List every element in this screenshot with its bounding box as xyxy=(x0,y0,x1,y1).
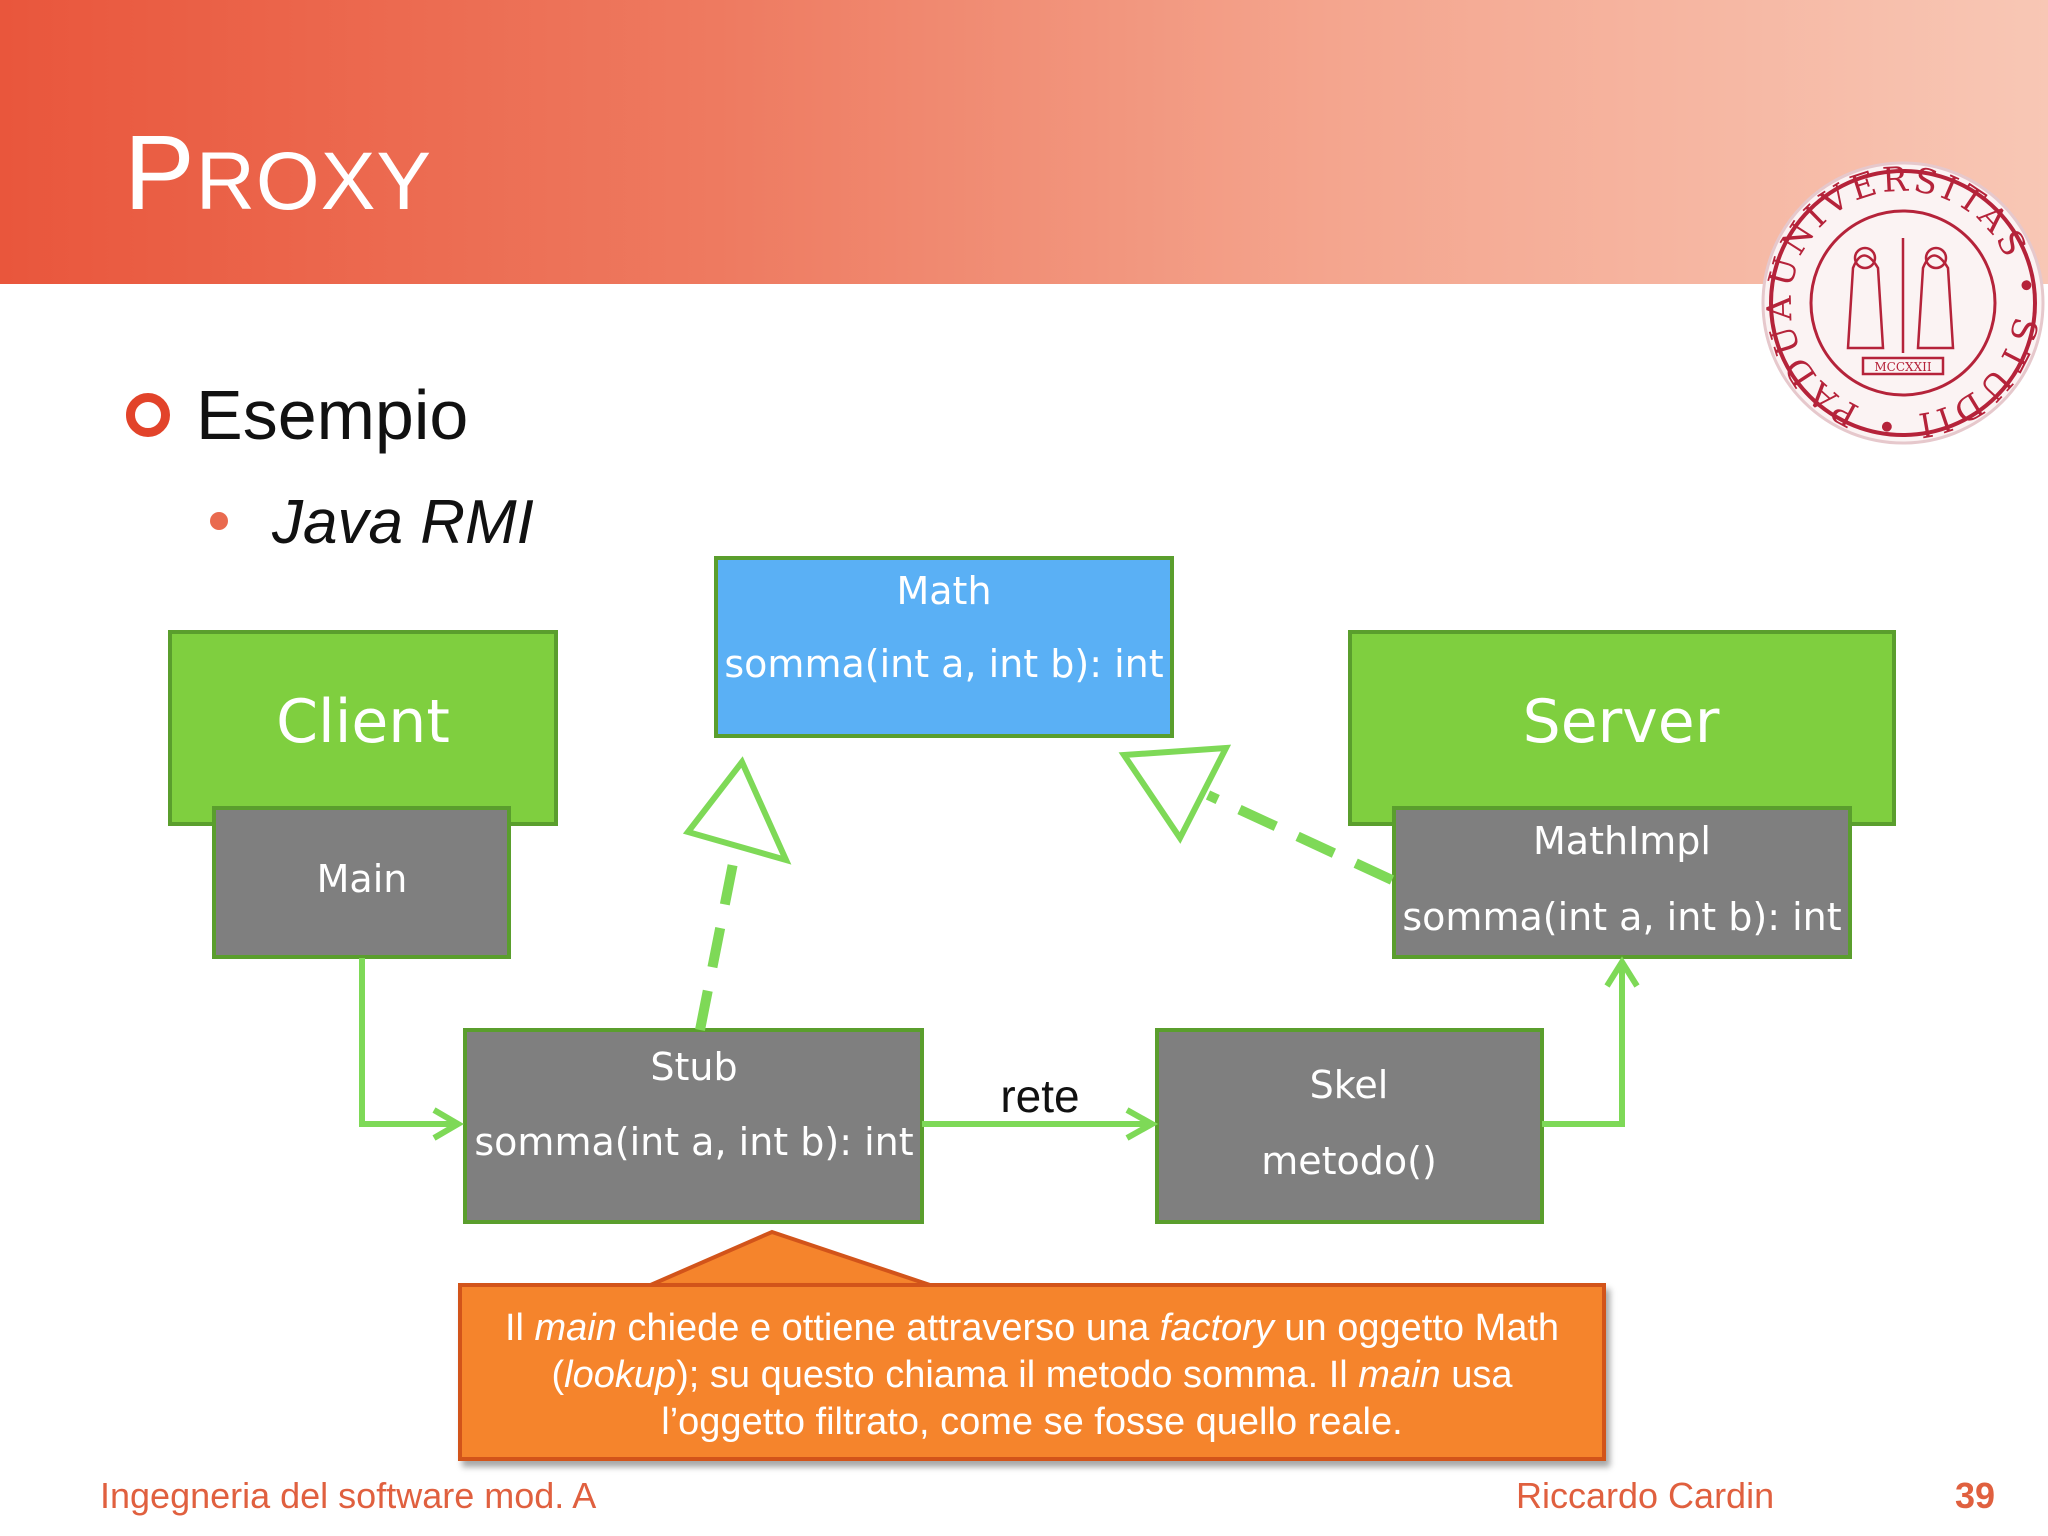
stub-method: somma(int a, int b): int xyxy=(474,1120,913,1164)
skel-name: Skel xyxy=(1310,1063,1389,1107)
seal-year: MCCXXII xyxy=(1874,360,1931,374)
callout-text: Il main chiede e ottiene attraverso una … xyxy=(462,1305,1602,1446)
stub-realization-line xyxy=(695,847,741,1031)
stub-name: Stub xyxy=(650,1045,737,1089)
client-label: Client xyxy=(276,687,450,757)
stub-box xyxy=(463,1028,924,1224)
mathimpl-box xyxy=(1392,806,1852,959)
callout-seg-italic: factory xyxy=(1159,1307,1274,1349)
bullet-text-italic: Java RMI xyxy=(272,488,534,557)
skel-box xyxy=(1155,1028,1544,1224)
main-to-stub-arrow xyxy=(359,958,455,1127)
server-label: Server xyxy=(1523,687,1720,757)
client-box xyxy=(168,630,558,826)
title-rest: ROXY xyxy=(195,136,433,227)
callout-seg: chiede e ottiene attraverso una xyxy=(616,1307,1160,1349)
dot-bullet-icon xyxy=(210,511,228,530)
mathimpl-realization-line xyxy=(1205,790,1395,885)
bullet-text: Esempio xyxy=(196,376,469,454)
callout-seg: Il xyxy=(504,1307,535,1349)
slide-title: PROXY xyxy=(124,120,432,226)
bullet-level1: Esempio xyxy=(126,380,468,450)
callout-seg-italic: main xyxy=(534,1307,617,1349)
mathimpl-name: MathImpl xyxy=(1533,819,1711,863)
callout-seg-italic: lookup xyxy=(564,1354,677,1396)
callout-pointer xyxy=(645,1229,937,1289)
math-interface-box xyxy=(714,556,1174,738)
ring-bullet-icon xyxy=(126,392,170,437)
callout-seg: usa xyxy=(1440,1354,1513,1396)
callout-seg: ( xyxy=(551,1354,565,1396)
skel-to-mathimpl-arrow xyxy=(1542,966,1625,1127)
math-name: Math xyxy=(896,569,991,613)
callout-line-3: l’oggetto filtrato, come se fosse quello… xyxy=(462,1399,1602,1446)
mathimpl-method: somma(int a, int b): int xyxy=(1402,895,1841,939)
main-box xyxy=(212,806,511,959)
skel-to-mathimpl-arrowhead xyxy=(1604,956,1640,988)
stub-realization-arrowhead xyxy=(682,756,792,865)
mathimpl-realization-arrowhead xyxy=(1118,744,1232,844)
skel-method: metodo() xyxy=(1261,1139,1437,1183)
callout-seg: l’oggetto filtrato, come se fosse quello… xyxy=(661,1401,1403,1443)
footer-author: Riccardo Cardin xyxy=(1516,1475,1775,1516)
math-method: somma(int a, int b): int xyxy=(724,642,1163,686)
main-label: Main xyxy=(317,857,408,901)
callout-line-1: Il main chiede e ottiene attraverso una … xyxy=(462,1305,1602,1352)
footer-course: Ingegneria del software mod. A xyxy=(100,1475,597,1516)
title-initial: P xyxy=(124,114,196,232)
callout-seg-italic: main xyxy=(1358,1354,1441,1396)
callout-seg: ); su questo chiama il metodo somma. Il xyxy=(676,1354,1359,1396)
header-banner xyxy=(0,0,2048,284)
main-to-stub-arrowhead xyxy=(432,1107,464,1141)
university-seal-logo: UNIVERSITAS • STUDII • PADUANI • MCCXXII xyxy=(1758,158,2045,446)
callout-note: Il main chiede e ottiene attraverso una … xyxy=(458,1283,1606,1461)
callout-seg: un oggetto Math xyxy=(1273,1307,1560,1349)
callout-line-2: (lookup); su questo chiama il metodo som… xyxy=(462,1352,1602,1399)
page-number: 39 xyxy=(1955,1475,1996,1516)
network-arrowhead xyxy=(1125,1107,1159,1141)
bullet-level2: Java RMI xyxy=(210,492,534,554)
network-label: rete xyxy=(1000,1070,1079,1122)
